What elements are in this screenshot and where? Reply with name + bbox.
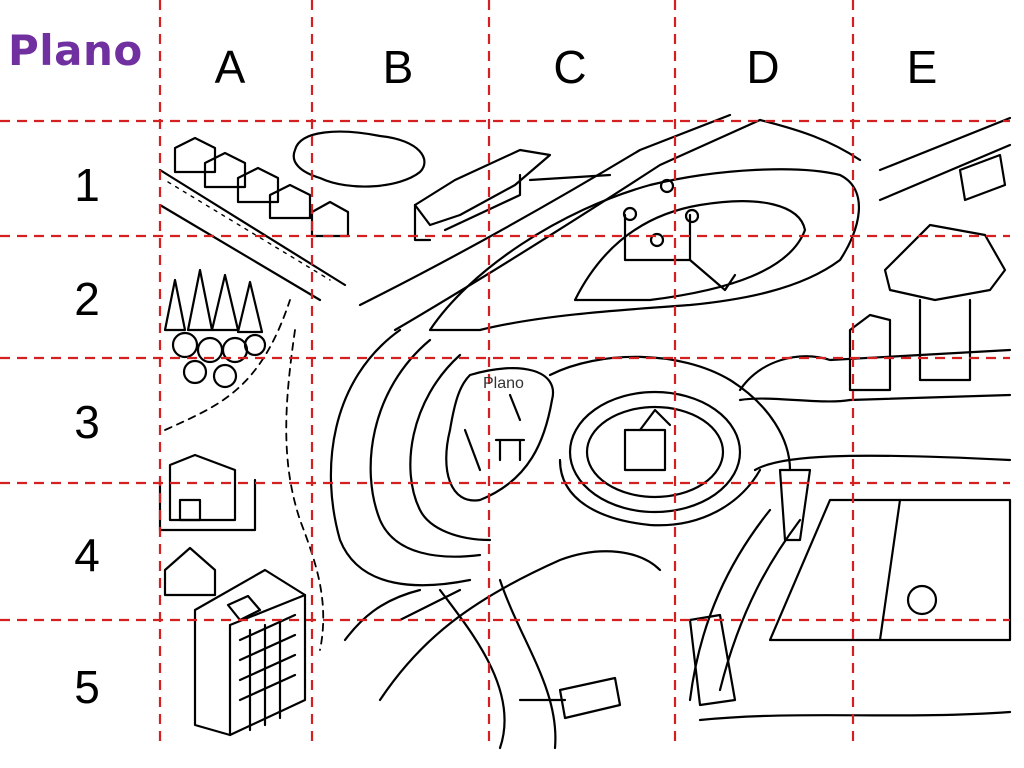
oval-garden	[568, 390, 742, 514]
row-label-5: 5	[74, 661, 100, 713]
column-label-b: B	[382, 41, 414, 93]
road-northwest	[158, 168, 347, 302]
central-island	[428, 168, 861, 332]
road-central	[548, 348, 1012, 527]
row-label-1: 1	[74, 159, 100, 211]
column-label-d: D	[746, 41, 780, 93]
house-a4	[158, 453, 257, 532]
dock	[518, 676, 622, 720]
stadium	[688, 454, 1012, 722]
forest-west	[163, 268, 267, 389]
path-west	[164, 299, 325, 651]
map-title: Plano	[8, 26, 143, 75]
column-label-c: C	[553, 41, 587, 93]
houses-row	[173, 136, 350, 238]
gazebo	[163, 546, 217, 597]
river-south	[343, 550, 662, 750]
row-label-4: 4	[74, 529, 100, 581]
row-label-2: 2	[74, 273, 100, 325]
row-label-3: 3	[74, 396, 100, 448]
river-left-loop	[329, 328, 492, 587]
column-label-e: E	[906, 41, 938, 93]
buildings-east	[848, 153, 1007, 392]
playground	[463, 393, 526, 472]
road-northeast	[358, 113, 1012, 332]
column-label-a: A	[214, 41, 246, 93]
park-island	[445, 367, 555, 502]
castle-forest	[573, 178, 807, 302]
park-label: Plano	[483, 375, 524, 392]
